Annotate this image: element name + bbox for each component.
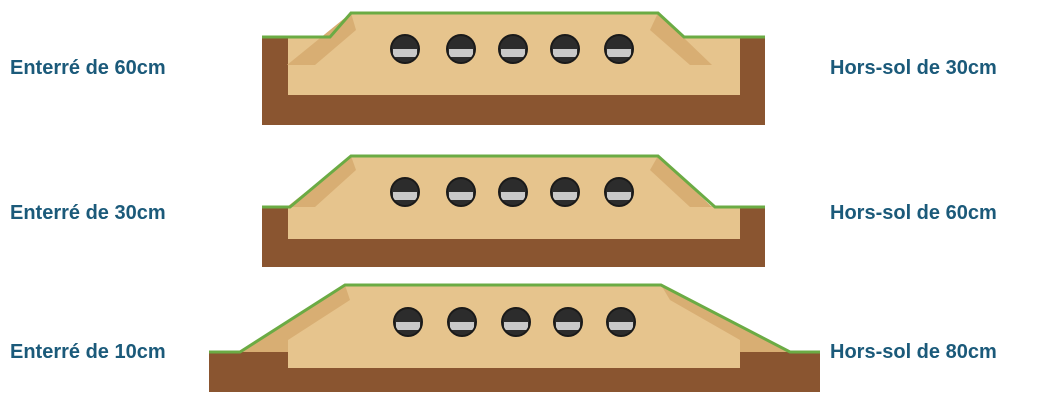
pipe — [554, 308, 582, 336]
pipe — [448, 308, 476, 336]
pipe — [502, 308, 530, 336]
pipe — [394, 308, 422, 336]
pipe — [607, 308, 635, 336]
above-ground-height-label: Hors-sol de 80cm — [830, 341, 997, 364]
